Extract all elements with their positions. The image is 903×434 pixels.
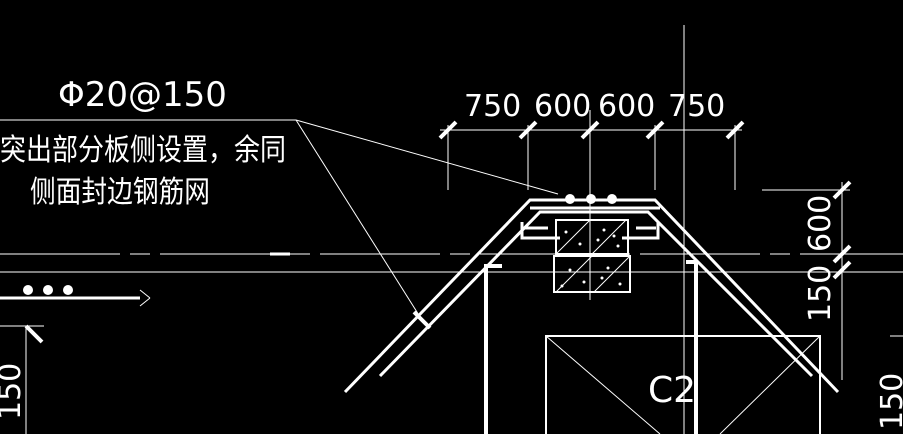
left-dim-150: 150: [0, 363, 28, 420]
column-label: C2: [648, 370, 696, 411]
top-dim-3: 600: [598, 89, 655, 124]
leader-lines: [0, 119, 559, 321]
top-dim-4: 750: [668, 89, 725, 124]
right-dim-600: 600: [803, 195, 838, 252]
rebar-spec-label: Φ20@150: [58, 75, 227, 115]
left-dimension-line: [0, 324, 44, 434]
concrete-block: [553, 219, 631, 293]
top-dimension-line: [438, 120, 745, 190]
right-edge-dim: 150: [875, 373, 903, 430]
walls: [484, 260, 698, 434]
note-line-1: 突出部分板侧设置，余同: [0, 133, 286, 168]
leader-tick: [412, 310, 432, 330]
left-rebar: [0, 285, 151, 307]
top-dim-1: 750: [464, 89, 521, 124]
top-dim-2: 600: [534, 89, 591, 124]
rebar-dots-top: [565, 194, 617, 204]
right-dim-150: 150: [803, 265, 838, 322]
rebar-stirrups: [520, 206, 660, 240]
note-line-2: 侧面封边钢筋网: [30, 175, 210, 210]
column-c2: [545, 335, 821, 434]
right-dimension-line: [762, 180, 852, 380]
